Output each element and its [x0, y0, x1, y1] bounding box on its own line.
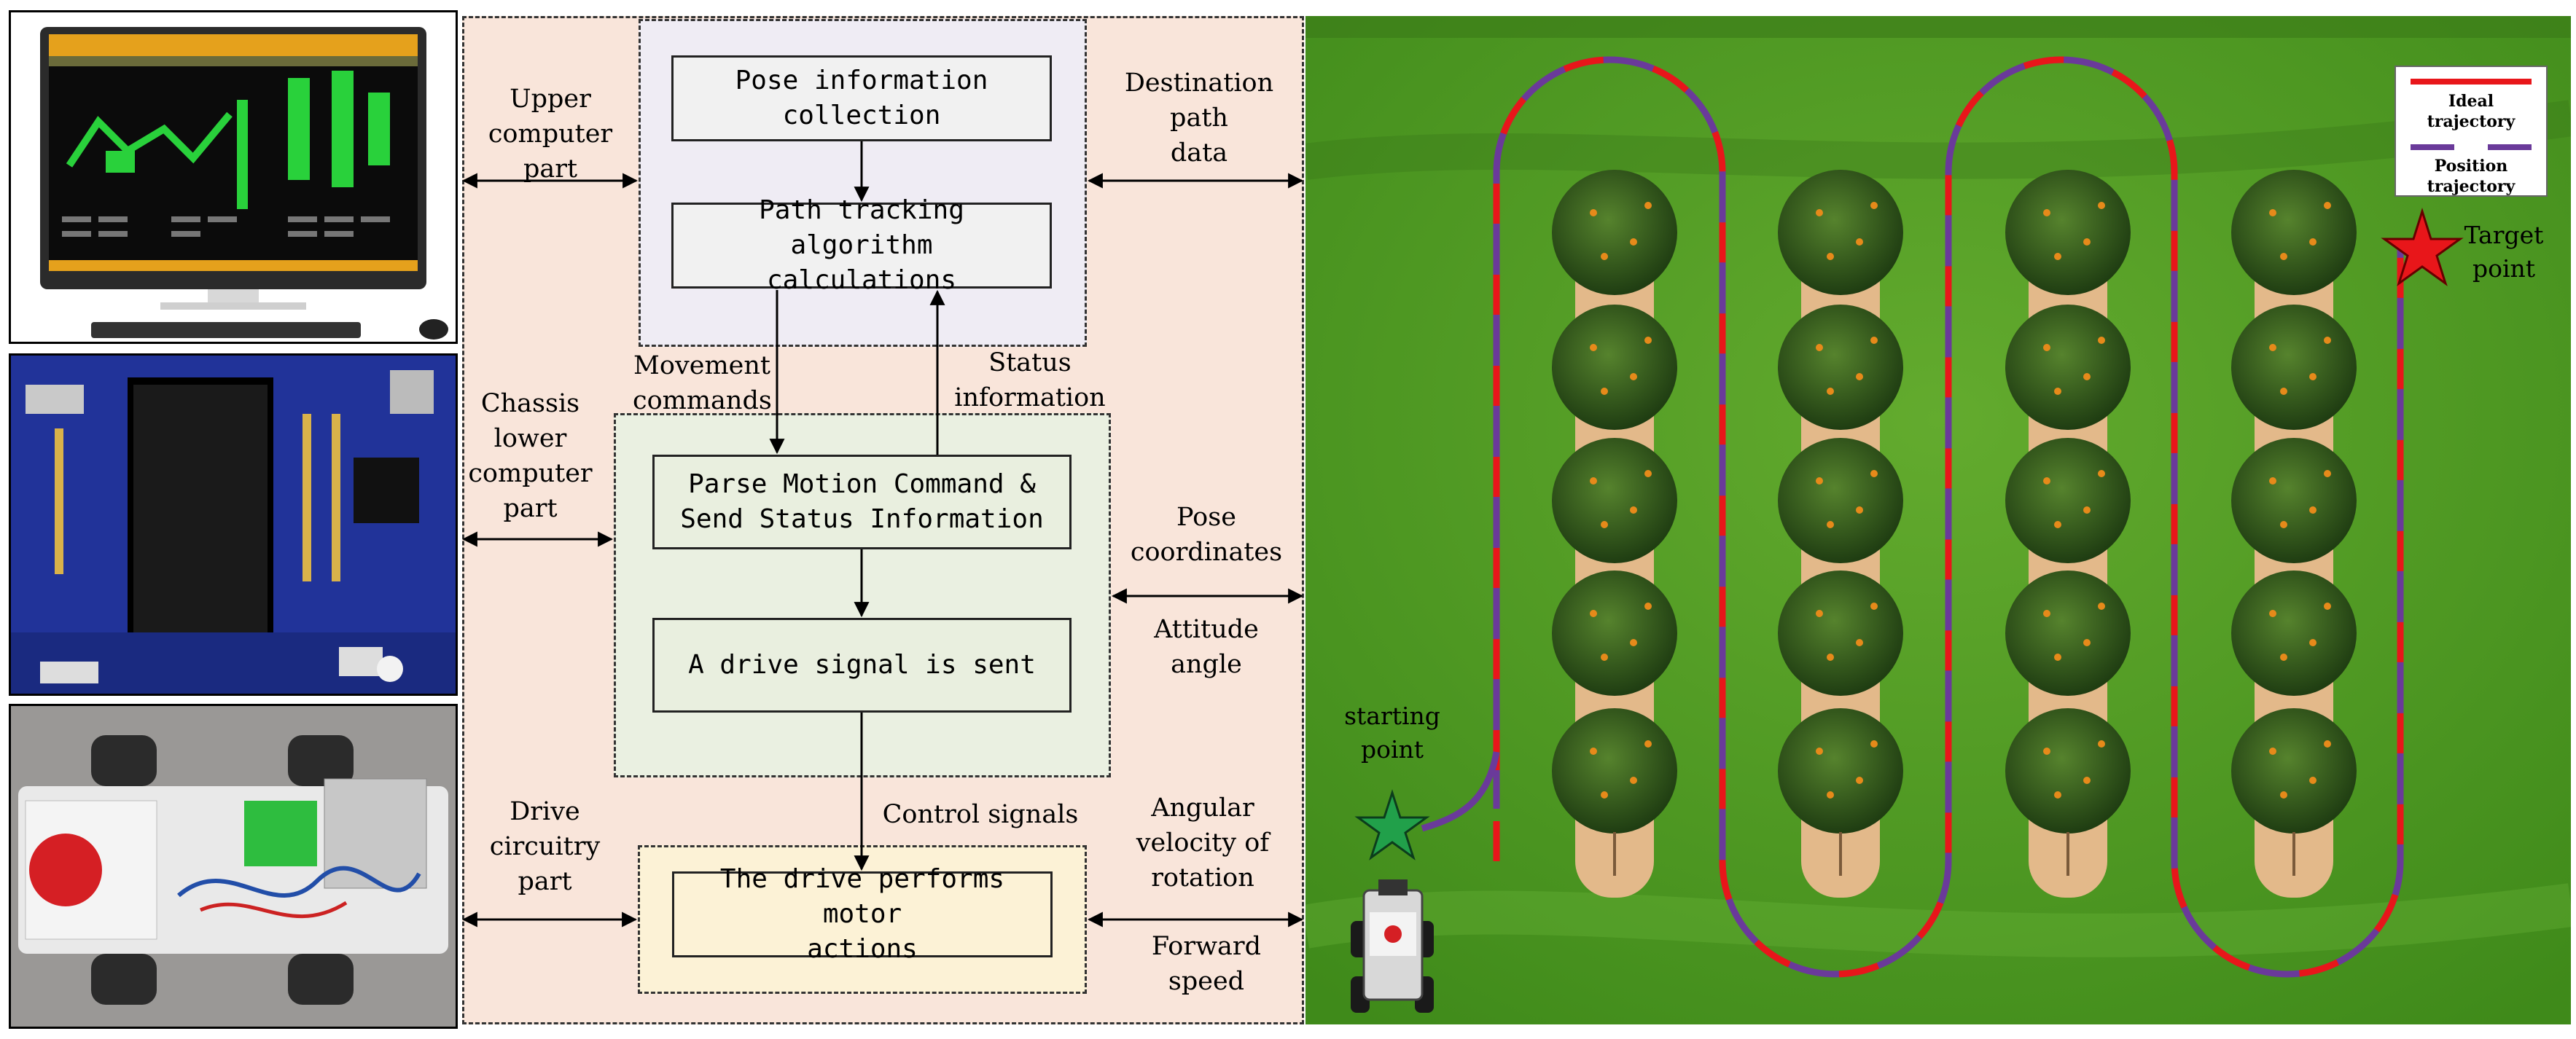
monitor-photo: [9, 10, 458, 344]
orchard-field: [1305, 16, 2571, 1024]
forward-speed-label: Forward speed: [1151, 932, 1262, 996]
starting-point-star: [1354, 789, 1430, 860]
target-point-star: [2381, 208, 2464, 286]
drive-circuitry-label: Drive circuitry part: [489, 797, 601, 896]
pose-collection-box: Pose information collection: [671, 55, 1052, 141]
control-signals-label: Control signals: [882, 800, 1079, 829]
robot-icon: [1351, 879, 1434, 1013]
legend-ideal-label: Ideal trajectory: [2427, 92, 2515, 131]
orchard-overlay: [1351, 56, 2464, 1013]
trajectory-legend: Ideal trajectory Position trajectory: [2394, 66, 2548, 197]
ideal-trajectory: [1493, 56, 2404, 978]
drive-signal-box: A drive signal is sent: [652, 618, 1072, 713]
parse-motion-box: Parse Motion Command & Send Status Infor…: [652, 455, 1072, 549]
pose-coordinates-label: Pose coordinates: [1130, 503, 1283, 567]
destination-path-label: Destination path data: [1124, 68, 1274, 168]
starting-point-label: starting point: [1344, 702, 1440, 764]
chassis-lower-label: Chassis lower computer part: [468, 389, 593, 523]
start-connector: [1421, 751, 1500, 832]
upper-computer-label: Upper computer part: [488, 85, 613, 184]
movement-commands-label: Movement commands: [633, 351, 772, 415]
status-information-label: Status information: [954, 348, 1106, 412]
legend-lines: [2411, 79, 2532, 150]
legend-position-label: Position trajectory: [2427, 157, 2515, 196]
fruit-dots: [1590, 202, 2331, 799]
attitude-angle-label: Attitude angle: [1154, 615, 1259, 679]
robot-photo: [9, 704, 458, 1029]
angular-velocity-label: Angular velocity of rotation: [1136, 793, 1270, 893]
target-point-label: Target point: [2464, 221, 2544, 283]
board-photo: [9, 353, 458, 696]
tree-grid: [1552, 170, 2357, 834]
